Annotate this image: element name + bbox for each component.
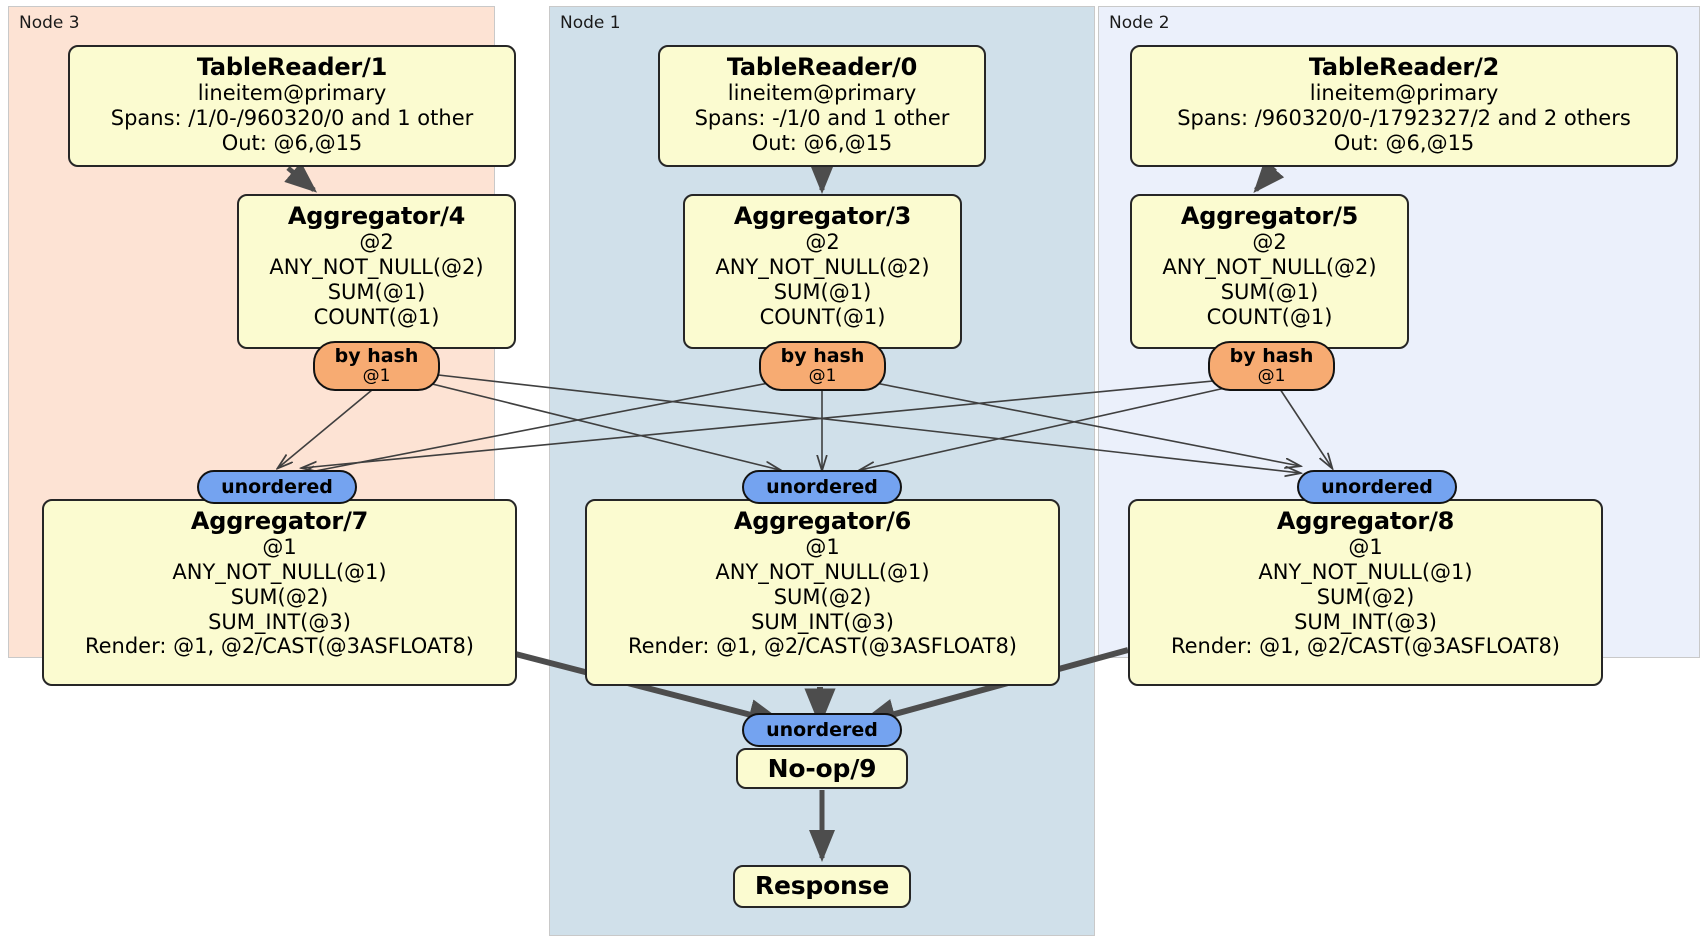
processor-response[interactable]: Response	[733, 865, 911, 908]
processor-title: TableReader/2	[1308, 53, 1500, 81]
processor-detail-line: lineitem@primary	[1309, 81, 1499, 106]
processor-detail-line: Render: @1, @2/CAST(@3ASFLOAT8)	[627, 634, 1018, 659]
processor-no-op-9[interactable]: No-op/9	[736, 748, 908, 789]
processor-detail-line: @2	[359, 230, 394, 255]
synchronizer-node-3[interactable]: unordered	[197, 470, 357, 504]
hash-router-node-3[interactable]: by hash @1	[313, 341, 440, 391]
synchronizer-title: unordered	[221, 476, 333, 498]
hash-router-node-2[interactable]: by hash @1	[1208, 341, 1335, 391]
processor-table-reader-2[interactable]: TableReader/2 lineitem@primary Spans: /9…	[1130, 45, 1678, 167]
processor-title: Aggregator/3	[733, 202, 912, 230]
processor-detail-line: COUNT(@1)	[313, 304, 440, 329]
router-title: by hash	[780, 345, 865, 367]
processor-detail-line: @1	[1348, 535, 1383, 560]
processor-aggregator-3[interactable]: Aggregator/3 @2 ANY_NOT_NULL(@2) SUM(@1)…	[683, 194, 962, 349]
synchronizer-title: unordered	[766, 476, 878, 498]
processor-detail-line: Spans: -/1/0 and 1 other	[694, 106, 950, 131]
router-key: @1	[1257, 365, 1286, 386]
synchronizer-title: unordered	[766, 719, 878, 741]
processor-detail-line: SUM(@2)	[773, 584, 872, 609]
synchronizer-final[interactable]: unordered	[742, 713, 902, 747]
processor-detail-line: Spans: /1/0-/960320/0 and 1 other	[110, 106, 474, 131]
cluster-label-node-3: Node 3	[19, 13, 80, 33]
processor-detail-line: Spans: /960320/0-/1792327/2 and 2 others	[1177, 106, 1631, 131]
synchronizer-node-2[interactable]: unordered	[1297, 470, 1457, 504]
processor-title: Aggregator/4	[287, 202, 466, 230]
processor-title: No-op/9	[767, 754, 877, 783]
processor-detail-line: ANY_NOT_NULL(@1)	[172, 560, 387, 585]
processor-detail-line: @2	[1252, 230, 1287, 255]
processor-detail-line: SUM(@1)	[773, 279, 872, 304]
processor-title: TableReader/1	[196, 53, 388, 81]
processor-detail-line: SUM_INT(@3)	[751, 609, 894, 634]
hash-router-node-1[interactable]: by hash @1	[759, 341, 886, 391]
processor-detail-line: ANY_NOT_NULL(@1)	[1258, 560, 1473, 585]
processor-table-reader-1[interactable]: TableReader/1 lineitem@primary Spans: /1…	[68, 45, 516, 167]
processor-aggregator-6[interactable]: Aggregator/6 @1 ANY_NOT_NULL(@1) SUM(@2)…	[585, 499, 1060, 686]
processor-detail-line: lineitem@primary	[727, 81, 917, 106]
processor-detail-line: SUM(@2)	[230, 584, 329, 609]
router-key: @1	[362, 365, 391, 386]
processor-aggregator-8[interactable]: Aggregator/8 @1 ANY_NOT_NULL(@1) SUM(@2)…	[1128, 499, 1603, 686]
processor-detail-line: @2	[805, 230, 840, 255]
processor-detail-line: ANY_NOT_NULL(@1)	[715, 560, 930, 585]
processor-detail-line: ANY_NOT_NULL(@2)	[269, 255, 484, 280]
processor-detail-line: ANY_NOT_NULL(@2)	[1162, 255, 1377, 280]
processor-detail-line: Out: @6,@15	[751, 130, 893, 155]
processor-title: Response	[754, 871, 890, 900]
processor-title: Aggregator/5	[1180, 202, 1359, 230]
processor-title: TableReader/0	[726, 53, 918, 81]
processor-title: Aggregator/7	[190, 507, 369, 535]
processor-aggregator-5[interactable]: Aggregator/5 @2 ANY_NOT_NULL(@2) SUM(@1)…	[1130, 194, 1409, 349]
processor-aggregator-7[interactable]: Aggregator/7 @1 ANY_NOT_NULL(@1) SUM(@2)…	[42, 499, 517, 686]
cluster-label-node-1: Node 1	[560, 13, 621, 33]
processor-detail-line: @1	[262, 535, 297, 560]
processor-detail-line: SUM(@1)	[1220, 279, 1319, 304]
processor-detail-line: SUM_INT(@3)	[208, 609, 351, 634]
processor-detail-line: Render: @1, @2/CAST(@3ASFLOAT8)	[84, 634, 475, 659]
router-key: @1	[808, 365, 837, 386]
processor-title: Aggregator/6	[733, 507, 912, 535]
synchronizer-node-1[interactable]: unordered	[742, 470, 902, 504]
processor-detail-line: Out: @6,@15	[1333, 130, 1475, 155]
router-title: by hash	[334, 345, 419, 367]
synchronizer-title: unordered	[1321, 476, 1433, 498]
processor-detail-line: SUM(@2)	[1316, 584, 1415, 609]
processor-detail-line: Render: @1, @2/CAST(@3ASFLOAT8)	[1170, 634, 1561, 659]
processor-detail-line: @1	[805, 535, 840, 560]
processor-detail-line: Out: @6,@15	[221, 130, 363, 155]
router-title: by hash	[1229, 345, 1314, 367]
processor-title: Aggregator/8	[1276, 507, 1455, 535]
processor-detail-line: COUNT(@1)	[1206, 304, 1333, 329]
processor-detail-line: SUM(@1)	[327, 279, 426, 304]
processor-detail-line: lineitem@primary	[197, 81, 387, 106]
processor-detail-line: ANY_NOT_NULL(@2)	[715, 255, 930, 280]
processor-detail-line: COUNT(@1)	[759, 304, 886, 329]
cluster-label-node-2: Node 2	[1109, 13, 1170, 33]
processor-table-reader-0[interactable]: TableReader/0 lineitem@primary Spans: -/…	[658, 45, 986, 167]
processor-detail-line: SUM_INT(@3)	[1294, 609, 1437, 634]
processor-aggregator-4[interactable]: Aggregator/4 @2 ANY_NOT_NULL(@2) SUM(@1)…	[237, 194, 516, 349]
